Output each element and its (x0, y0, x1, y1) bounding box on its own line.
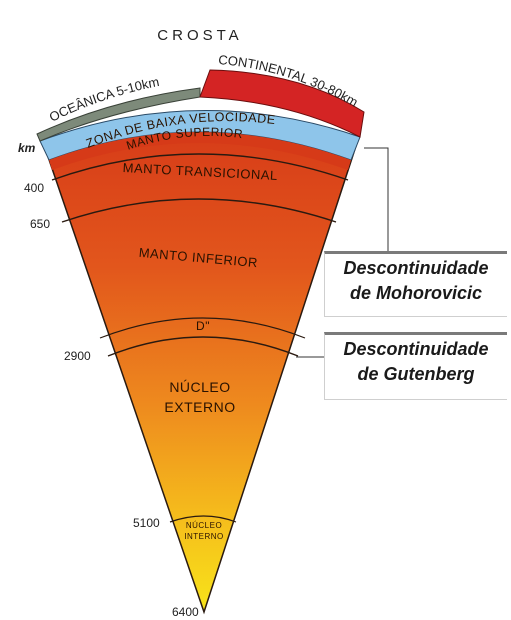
mohorovicic-callout: Descontinuidade de Mohorovicic (324, 251, 507, 317)
depth-tick-5100: 5100 (133, 516, 160, 530)
boundary-650 (61, 198, 337, 223)
d-layer-label: D" (196, 319, 210, 333)
inner-core-label-line2: INTERNO (184, 532, 224, 541)
oceanic-crust (36, 87, 201, 142)
outer-core-label-line1: NÚCLEO (169, 379, 230, 395)
boundary-5100 (169, 515, 237, 523)
mohorovicic-callout-line2: de Mohorovicic (349, 283, 483, 303)
boundary-400 (51, 153, 349, 181)
mohorovicic-callout-line1: Descontinuidade (343, 258, 489, 278)
gutenberg-callout-line2: de Gutenberg (357, 364, 475, 384)
boundary-2900 (107, 336, 299, 357)
continental-crust (199, 69, 365, 138)
upper-mantle-band (49, 132, 351, 170)
depth-tick-400: 400 (24, 181, 44, 195)
boundary-d-layer (99, 317, 306, 339)
crust-title: CROSTA (157, 27, 242, 44)
depth-tick-6400: 6400 (172, 605, 199, 619)
depth-tick-2900: 2900 (64, 349, 91, 363)
depth-unit-label: km (18, 141, 36, 155)
outer-core-label-line2: EXTERNO (164, 399, 235, 415)
gutenberg-callout-line1: Descontinuidade (343, 339, 489, 359)
inner-core-label-line1: NÚCLEO (186, 521, 222, 530)
gutenberg-callout: Descontinuidade de Gutenberg (324, 332, 507, 400)
depth-tick-650: 650 (30, 217, 50, 231)
